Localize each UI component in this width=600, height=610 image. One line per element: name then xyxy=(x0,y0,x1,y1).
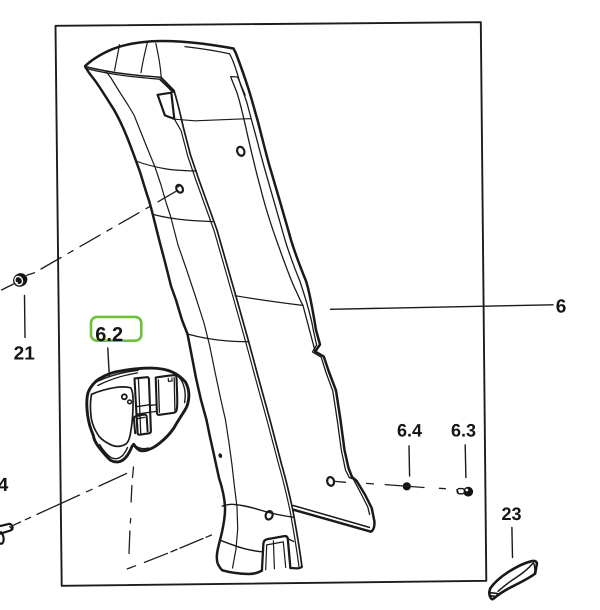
svg-text:6.4: 6.4 xyxy=(397,421,422,441)
svg-text:6.2: 6.2 xyxy=(95,324,123,346)
svg-text:6.3: 6.3 xyxy=(451,420,476,440)
svg-text:6: 6 xyxy=(556,297,567,318)
svg-text:23: 23 xyxy=(501,504,521,524)
svg-text:21: 21 xyxy=(14,343,36,364)
svg-text:4: 4 xyxy=(0,475,9,496)
